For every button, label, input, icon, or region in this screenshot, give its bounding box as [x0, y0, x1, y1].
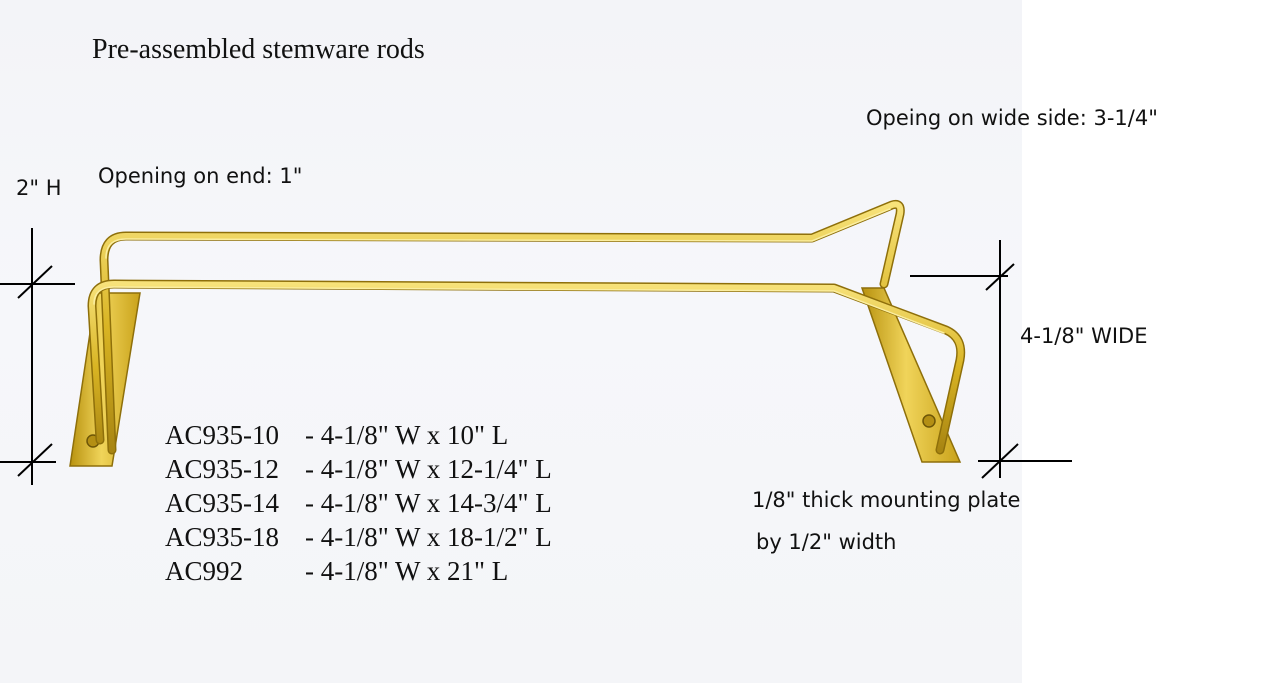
right-mounting-plate	[860, 287, 962, 463]
wide-side-opening-label: Opeing on wide side: 3-1/4"	[866, 106, 1158, 130]
model-row: AC992 - 4-1/8" W x 21" L	[165, 554, 552, 588]
model-size: - 4-1/8" W x 12-1/4" L	[305, 454, 552, 484]
height-label: 2" H	[16, 176, 62, 200]
width-label: 4-1/8" WIDE	[1020, 324, 1148, 348]
height-dimension-marker	[0, 228, 75, 485]
screw-hole-icon	[922, 414, 936, 428]
width-dimension-marker	[910, 240, 1072, 479]
model-code: AC935-10	[165, 420, 279, 450]
model-size: - 4-1/8" W x 21" L	[305, 556, 509, 586]
page-title: Pre-assembled stemware rods	[92, 34, 425, 65]
plate-spec-line-1: 1/8" thick mounting plate	[752, 488, 1021, 512]
model-code: AC935-12	[165, 454, 279, 484]
end-opening-label: Opening on end: 1"	[98, 164, 303, 188]
model-size: - 4-1/8" W x 10" L	[305, 420, 509, 450]
model-row: AC935-10 - 4-1/8" W x 10" L	[165, 418, 552, 452]
model-row: AC935-14 - 4-1/8" W x 14-3/4" L	[165, 486, 552, 520]
photo-background	[0, 0, 1022, 683]
model-size: - 4-1/8" W x 18-1/2" L	[305, 522, 552, 552]
model-size-list: AC935-10 - 4-1/8" W x 10" L AC935-12 - 4…	[165, 418, 552, 588]
model-code: AC992	[165, 556, 244, 586]
model-row: AC935-12 - 4-1/8" W x 12-1/4" L	[165, 452, 552, 486]
model-code: AC935-14	[165, 488, 279, 518]
brass-rod-frame	[87, 199, 966, 455]
model-size: - 4-1/8" W x 14-3/4" L	[305, 488, 552, 518]
model-row: AC935-18 - 4-1/8" W x 18-1/2" L	[165, 520, 552, 554]
model-code: AC935-18	[165, 522, 279, 552]
plate-spec-line-2: by 1/2" width	[756, 530, 897, 554]
